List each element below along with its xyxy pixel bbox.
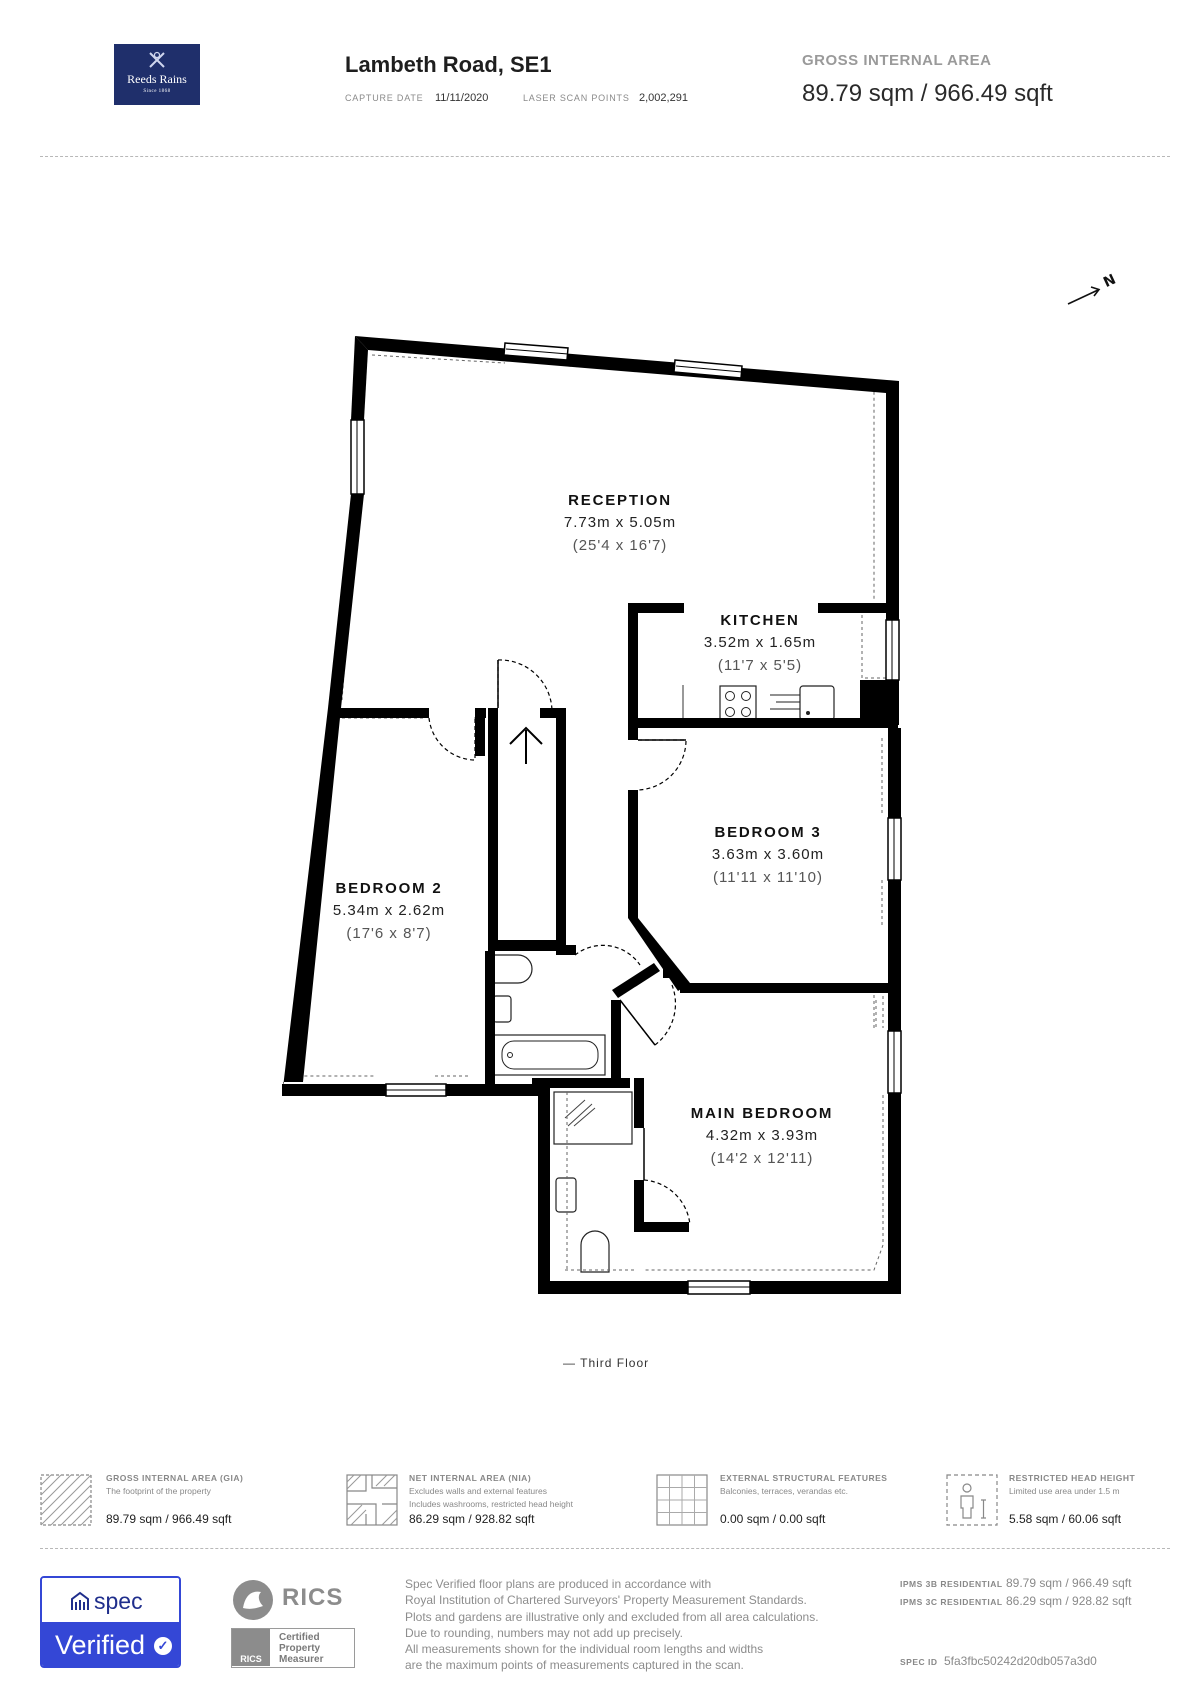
legend-restricted-value: 5.58 sqm / 60.06 sqft	[1009, 1512, 1122, 1526]
room-metric-kitchen: 3.52m x 1.65m	[703, 634, 817, 651]
footer-divider	[40, 1548, 1170, 1549]
rics-small-logo: RICS	[232, 1629, 270, 1666]
grid-icon	[656, 1474, 708, 1526]
spec-id-value: 5fa3fbc50242d20db057a3d0	[944, 1654, 1097, 1668]
spec-id-label: SPEC ID	[900, 1657, 938, 1667]
legend-gia-desc: The footprint of the property	[106, 1486, 211, 1496]
capture-date-label: CAPTURE DATE	[345, 93, 424, 103]
gia-header-label: GROSS INTERNAL AREA	[802, 52, 992, 69]
scan-points: 2,002,291	[639, 92, 688, 104]
hob-icon	[719, 685, 757, 723]
spec-wordmark: spec	[94, 1588, 143, 1614]
scan-points-label: LASER SCAN POINTS	[523, 93, 630, 103]
disclaimer-line: Spec Verified floor plans are produced i…	[405, 1577, 712, 1591]
entrance-arrow-icon	[509, 726, 543, 764]
shower-tray-icon	[553, 1091, 633, 1145]
ipms-3c-value: 86.29 sqm / 928.82 sqft	[1006, 1594, 1132, 1608]
legend-restricted-desc: Limited use area under 1.5 m	[1009, 1486, 1120, 1496]
legend-nia-desc-2: Includes washrooms, restricted head heig…	[409, 1499, 573, 1509]
rics-cert-line-2: Property	[279, 1643, 321, 1654]
room-name-reception: RECEPTION	[568, 492, 672, 509]
room-name-main-bedroom: MAIN BEDROOM	[690, 1105, 834, 1122]
ensuite-basin-icon	[555, 1177, 577, 1213]
disclaimer-line: Plots and gardens are illustrative only …	[405, 1609, 819, 1624]
sink-icon	[799, 685, 835, 721]
legend-nia-title: NET INTERNAL AREA (NIA)	[409, 1473, 532, 1483]
room-metric-bedroom-2: 5.34m x 2.62m	[332, 902, 446, 919]
verified-label: Verified	[55, 1630, 146, 1660]
toilet-icon	[492, 954, 533, 984]
property-title: Lambeth Road, SE1	[345, 52, 552, 77]
legend-gia-value: 89.79 sqm / 966.49 sqft	[106, 1512, 232, 1526]
header-divider	[40, 156, 1170, 157]
ipms-3b-value: 89.79 sqm / 966.49 sqft	[1006, 1576, 1132, 1590]
draining-board-icon	[770, 694, 800, 710]
room-metric-main-bedroom: 4.32m x 3.93m	[705, 1127, 819, 1144]
legend-nia-value: 86.29 sqm / 928.82 sqft	[409, 1512, 535, 1526]
brand-since: Since 1868	[143, 89, 171, 94]
legend-nia-desc-1: Excludes walls and external features	[409, 1486, 547, 1496]
legend-gia-title: GROSS INTERNAL AREA (GIA)	[106, 1473, 244, 1483]
room-imperial-reception: (25'4 x 16'7)	[572, 537, 668, 554]
door-leaves	[497, 660, 686, 1180]
legend-external-value: 0.00 sqm / 0.00 sqft	[720, 1512, 826, 1526]
check-icon: ✓	[154, 1637, 172, 1655]
room-imperial-kitchen: (11'7 x 5'5)	[717, 657, 803, 674]
room-imperial-main-bedroom: (14'2 x 12'11)	[710, 1150, 814, 1167]
disclaimer-line: are the maximum points of measurements c…	[405, 1658, 744, 1673]
person-height-icon	[946, 1474, 998, 1526]
gia-header-value: 89.79 sqm / 966.49 sqft	[802, 80, 1053, 107]
room-name-bedroom-2: BEDROOM 2	[335, 880, 443, 897]
rics-cert-line-1: Certified	[279, 1632, 320, 1643]
gia-hatch-icon	[40, 1474, 92, 1526]
window-panes	[356, 348, 895, 1288]
legend-external-desc: Balconies, terraces, verandas etc.	[720, 1486, 849, 1496]
capture-date: 11/11/2020	[435, 92, 489, 104]
floor-label: — Third Floor	[563, 1356, 650, 1370]
spec-house-icon	[71, 1591, 89, 1610]
rics-cert-line-3: Measurer	[279, 1654, 324, 1665]
disclaimer-line: Royal Institution of Chartered Surveyors…	[405, 1593, 807, 1608]
ensuite-toilet-icon	[580, 1230, 610, 1273]
room-name-bedroom-3: BEDROOM 3	[714, 824, 822, 841]
brand-name: Reeds Rains	[127, 72, 187, 86]
reeds-rains-logo: Reeds Rains Since 1868	[114, 44, 200, 105]
ipms-3c-label: IPMS 3C RESIDENTIAL	[900, 1597, 1003, 1607]
basin-icon	[492, 995, 512, 1023]
room-imperial-bedroom-2: (17'6 x 8'7)	[346, 925, 432, 942]
room-metric-reception: 7.73m x 5.05m	[563, 514, 677, 531]
rics-certified-measurer: RICS Certified Property Measurer	[231, 1628, 355, 1668]
disclaimer-line: Due to rounding, numbers may not add up …	[405, 1625, 683, 1640]
rics-wordmark: RICS	[282, 1584, 344, 1611]
spec-verified-badge: spec Verified ✓	[40, 1576, 181, 1668]
ipms-3b-label: IPMS 3B RESIDENTIAL	[900, 1579, 1003, 1589]
legend-restricted-title: RESTRICTED HEAD HEIGHT	[1009, 1473, 1136, 1483]
windows	[350, 342, 902, 1295]
crossed-keys-icon	[149, 51, 165, 68]
room-imperial-bedroom-3: (11'11 x 11'10)	[713, 869, 823, 886]
nia-hatch-icon	[346, 1474, 398, 1526]
floor-plan	[282, 336, 902, 1295]
legend-external-title: EXTERNAL STRUCTURAL FEATURES	[720, 1473, 888, 1483]
room-metric-bedroom-3: 3.63m x 3.60m	[711, 846, 825, 863]
rics-lion-icon	[233, 1580, 273, 1620]
disclaimer: Spec Verified floor plans are produced i…	[405, 1576, 875, 1674]
north-arrow-icon: N	[1067, 271, 1118, 305]
room-name-kitchen: KITCHEN	[720, 612, 800, 629]
walls	[282, 336, 901, 1294]
disclaimer-line: All measurements shown for the individua…	[405, 1642, 764, 1657]
